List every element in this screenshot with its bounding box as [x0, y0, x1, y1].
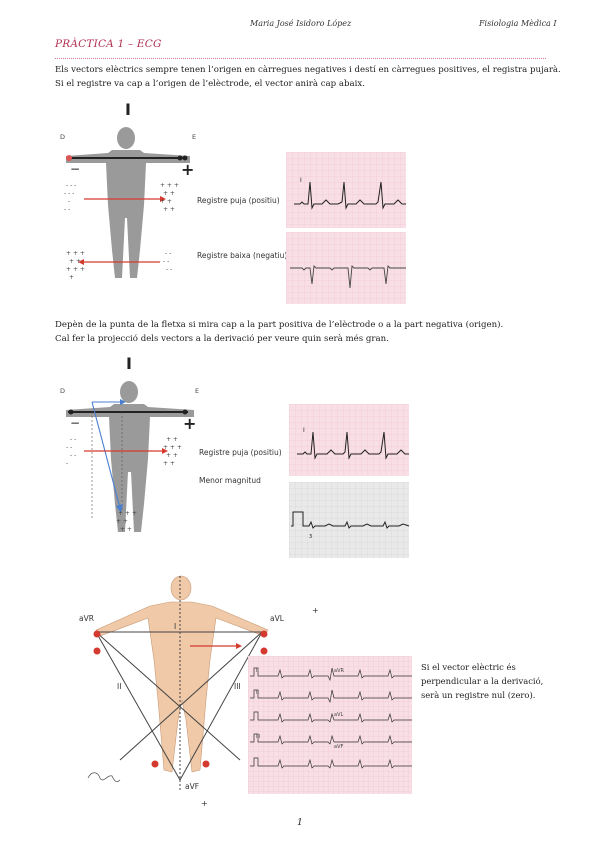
- figure-1-label-down: Registre baixa (negatiu): [197, 251, 288, 260]
- figure-1-right-electrode: E: [192, 133, 197, 141]
- svg-text:+ + +: + + +: [118, 510, 137, 517]
- figure-3-lead-avr: aVR: [79, 614, 94, 623]
- svg-text:- -: - -: [166, 266, 172, 273]
- figure-1-lead-label: I: [125, 100, 131, 119]
- svg-text:+ + +: + + +: [163, 444, 182, 451]
- svg-text:I: I: [303, 427, 305, 434]
- svg-text:- -: - -: [66, 444, 72, 451]
- svg-text:+: +: [312, 606, 319, 615]
- side-note-line-2: perpendicular a la derivació,: [421, 676, 544, 686]
- figure-3-strip-label-4: aVL: [334, 712, 344, 718]
- paragraph-1-line-2: Si el registre va cap a l’origen de l’el…: [55, 79, 365, 89]
- figure-3-strip-label-2: aVR: [334, 668, 344, 674]
- svg-text:- - -: - - -: [66, 182, 76, 189]
- figure-3-lead-i: I: [174, 622, 177, 631]
- figure-1-label-up: Registre puja (positiu): [197, 196, 280, 205]
- svg-text:+ + +: + + +: [66, 250, 85, 257]
- svg-text:+ + +: + + +: [160, 182, 179, 189]
- side-note-line-1: Si el vector elèctric és: [421, 662, 516, 672]
- paragraph-2-line-1: Depèn de la punta de la fletxa si mira c…: [55, 320, 504, 330]
- figure-3-strip-label-5: III: [256, 734, 261, 740]
- svg-text:- -: - -: [70, 436, 76, 443]
- figure-1-minus-sign: −: [70, 162, 81, 176]
- figure-1-left-electrode: D: [60, 133, 66, 141]
- side-note-line-3: serà un registre nul (zero).: [421, 690, 536, 700]
- page-title: PRÀCTICA 1 – ECG: [55, 38, 162, 50]
- figure-2-ecg-strip-grey: 3: [289, 482, 410, 558]
- figure-3-lead-avf: aVF: [185, 782, 200, 791]
- svg-text:- -: - -: [163, 258, 169, 265]
- figure-3-strip-label-6: aVF: [334, 744, 344, 750]
- svg-text:+ +: + +: [160, 198, 172, 205]
- svg-text:-: -: [66, 460, 68, 467]
- svg-text:+ +: + +: [69, 258, 81, 265]
- figure-3-lead-ii: II: [117, 682, 122, 691]
- svg-text:+ +: + +: [163, 206, 175, 213]
- figure-2-ecg-strip-positive: I: [289, 404, 409, 476]
- svg-text:+ +: + +: [120, 526, 132, 533]
- figure-3-strip-label-1: I: [256, 668, 258, 674]
- svg-text:+ +: + +: [116, 518, 128, 525]
- svg-text:- -: - -: [64, 206, 70, 213]
- figure-1-ecg-strip-positive: I: [286, 152, 406, 228]
- figure-2-left-electrode: D: [60, 387, 66, 395]
- svg-text:+ +: + +: [163, 190, 175, 197]
- figure-1-plus-sign: +: [181, 160, 195, 179]
- svg-text:+ +: + +: [166, 436, 178, 443]
- paragraph-1-line-1: Els vectors elèctrics sempre tenen l’ori…: [55, 65, 561, 75]
- svg-text:+ +: + +: [166, 452, 178, 459]
- svg-text:-: -: [68, 198, 70, 205]
- figure-2-label-up: Registre puja (positiu): [199, 448, 282, 457]
- figure-2-lead-label: I: [126, 354, 132, 373]
- figure-1-ecg-strip-negative: [286, 232, 406, 304]
- figure-3-ecg-leads-chart: [248, 656, 412, 794]
- svg-text:3: 3: [309, 534, 312, 540]
- figure-2-minus-sign: −: [70, 416, 81, 430]
- svg-text:- -: - -: [70, 452, 76, 459]
- svg-text:+: +: [69, 274, 74, 281]
- header-course: Fisiologia Mèdica I: [479, 19, 557, 28]
- figure-2-label-magnitude: Menor magnitud: [199, 476, 261, 485]
- svg-text:+ +: + +: [163, 460, 175, 467]
- figure-2-plus-sign: +: [183, 414, 197, 433]
- figure-2-right-electrode: E: [195, 387, 200, 395]
- svg-text:- - -: - - -: [64, 190, 74, 197]
- svg-text:I: I: [300, 177, 302, 184]
- page-number: 1: [297, 818, 303, 828]
- header-author: Maria José Isidoro López: [250, 19, 352, 28]
- figure-3-lead-avl: aVL: [270, 614, 284, 623]
- paragraph-2-line-2: Cal fer la projecció dels vectors a la d…: [55, 334, 389, 344]
- svg-text:+ + +: + + +: [66, 266, 85, 273]
- svg-text:- -: - -: [165, 250, 171, 257]
- figure-3-strip-label-3: II: [256, 690, 259, 696]
- title-divider: [55, 58, 546, 59]
- svg-text:+: +: [201, 799, 208, 808]
- figure-3-lead-iii: III: [234, 682, 241, 691]
